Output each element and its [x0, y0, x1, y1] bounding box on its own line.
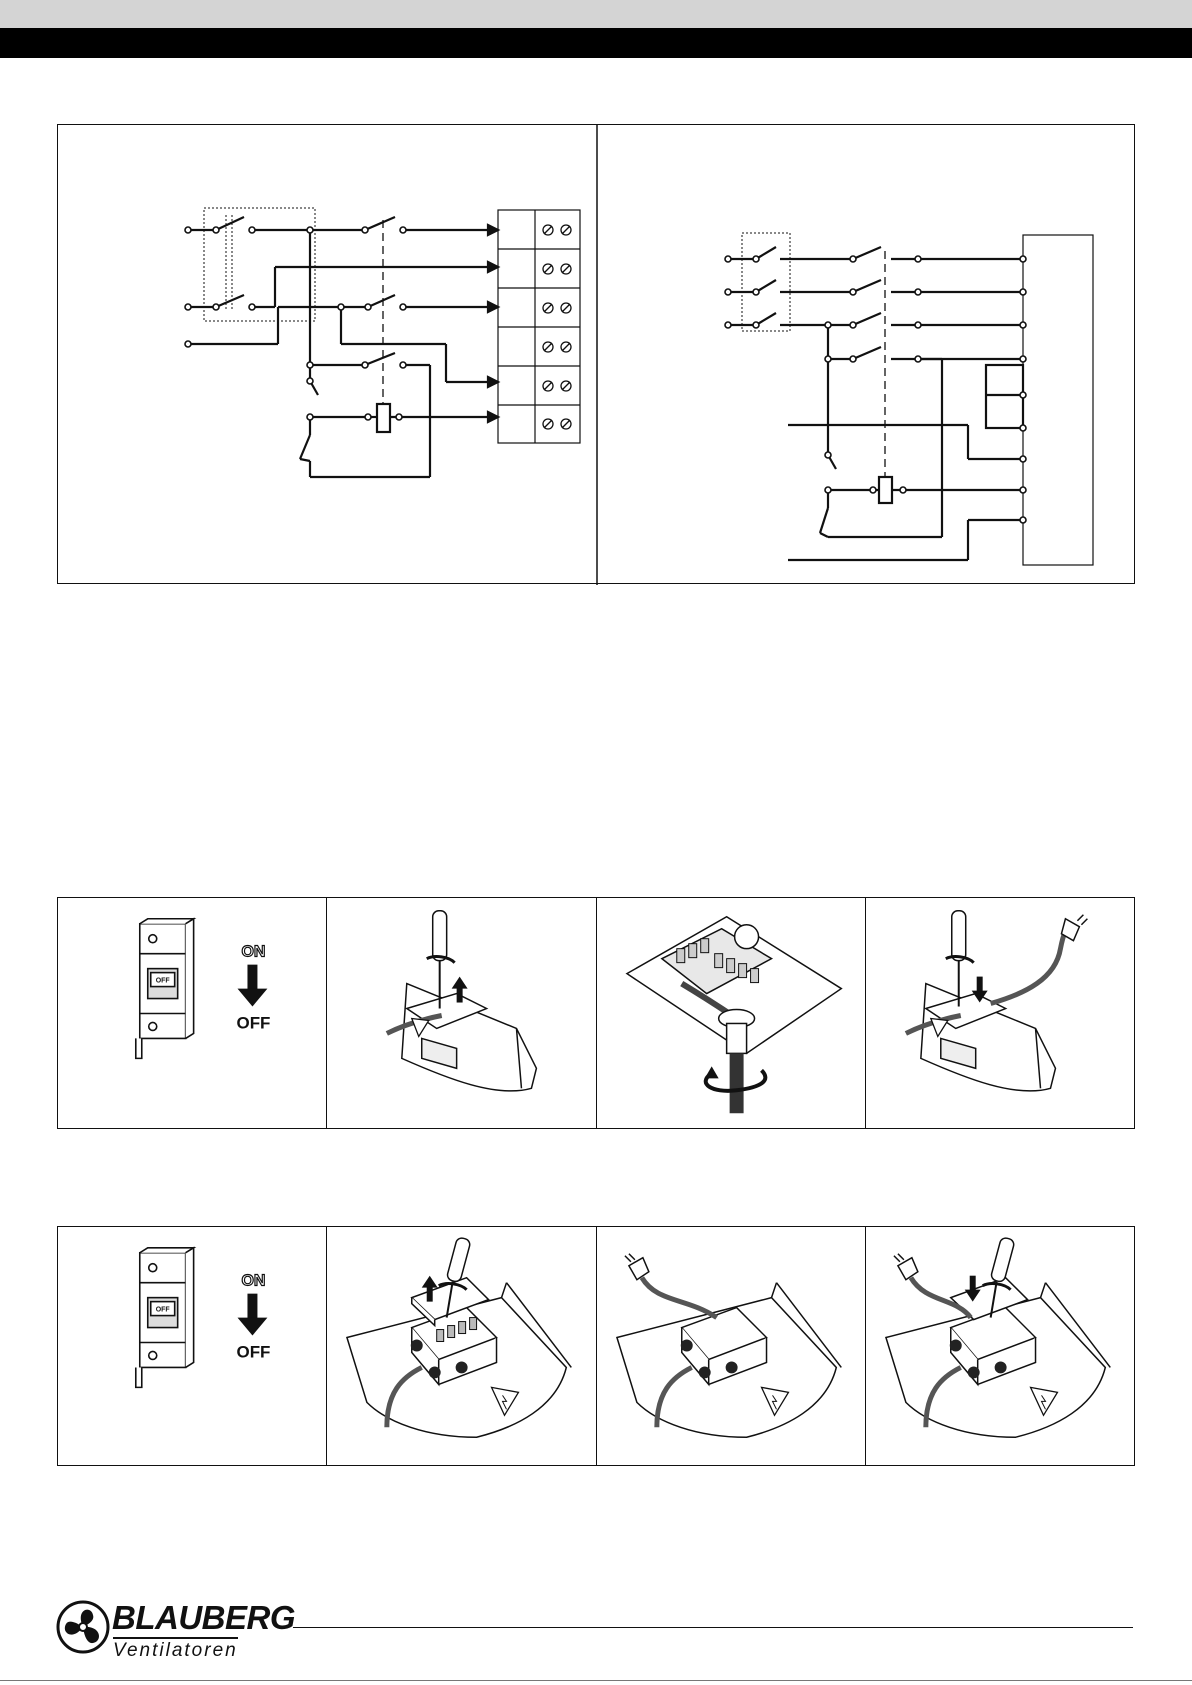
step-1-power-off: OFF ON OFF: [58, 1227, 326, 1465]
on-label: ON: [242, 1273, 266, 1290]
brand-logo: BLAUBERG Ventilatoren: [55, 1595, 275, 1667]
breaker-off-label: OFF: [156, 978, 170, 985]
brand-name: BLAUBERG: [112, 1599, 295, 1637]
step-1-power-off: OFF ON OFF: [58, 898, 326, 1128]
brand-subtitle: Ventilatoren: [113, 1637, 238, 1662]
plug-icon: [894, 1254, 918, 1280]
step-4-close-junction-box: [865, 1227, 1134, 1465]
junction-box-cable-illustration: [597, 1227, 865, 1465]
header-black-band: [0, 28, 1192, 58]
terminal-board-illustration: [597, 898, 865, 1128]
step-2-open-cover: [326, 898, 595, 1128]
off-label: OFF: [237, 1013, 271, 1032]
plug-icon: [1061, 915, 1087, 941]
step-2-open-junction-box: [326, 1227, 595, 1465]
breaker-illustration: OFF ON OFF: [58, 898, 326, 1128]
footer-rule: [293, 1627, 1133, 1628]
arrow-down-icon: [237, 1294, 267, 1336]
page-bottom-rule: [0, 1680, 1192, 1681]
on-label: ON: [242, 944, 266, 961]
step-4-close-cover: [865, 898, 1134, 1128]
fan-logo-icon: [55, 1599, 111, 1655]
installation-steps-row-1: OFF ON OFF: [57, 897, 1135, 1129]
junction-box-open-illustration: [327, 1227, 595, 1465]
plug-icon: [624, 1254, 648, 1280]
off-label: OFF: [237, 1342, 271, 1361]
screwdriver-icon: [946, 911, 974, 1007]
cover-screw-illustration: [327, 898, 595, 1128]
breaker-illustration: OFF ON OFF: [58, 1227, 326, 1465]
step-3-connect-cable: [596, 898, 865, 1128]
breaker-off-label: OFF: [156, 1307, 170, 1314]
header-grey-band: [0, 0, 1192, 28]
arrow-down-icon: [237, 965, 267, 1007]
wiring-diagrams-svg: [58, 125, 1136, 585]
step-3-connect-plug-cable: [596, 1227, 865, 1465]
installation-steps-row-2: OFF ON OFF: [57, 1226, 1135, 1466]
cover-close-illustration: [866, 898, 1134, 1128]
junction-box-close-illustration: [866, 1227, 1134, 1465]
wiring-diagrams-panel: [57, 124, 1135, 584]
